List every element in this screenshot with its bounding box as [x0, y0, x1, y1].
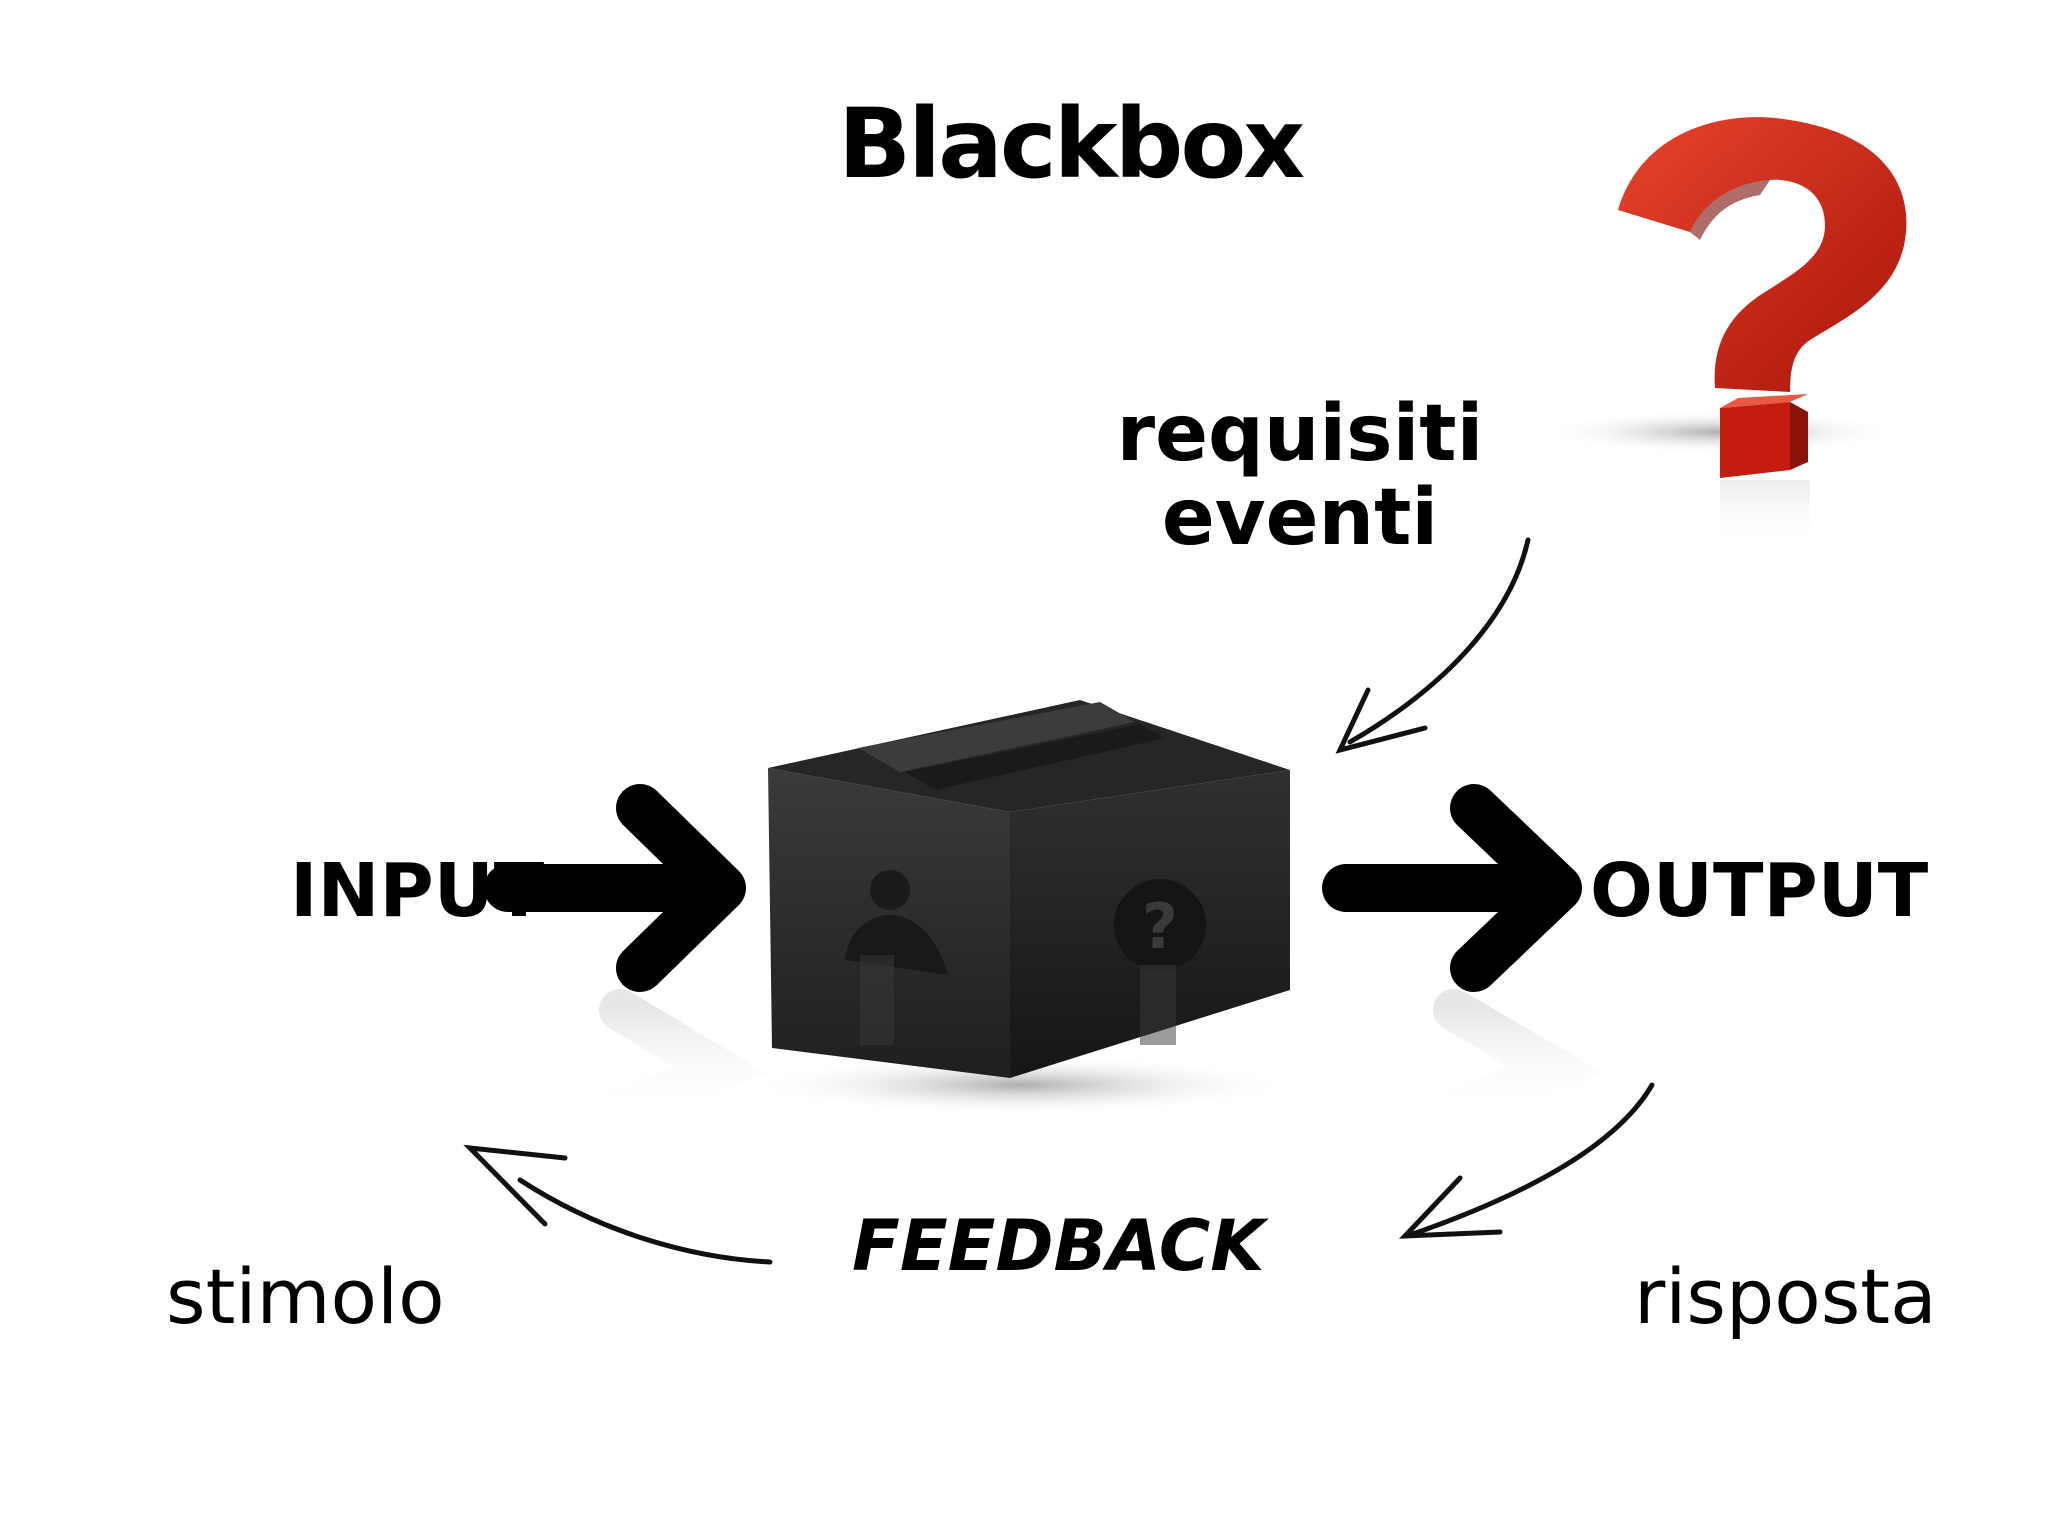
eventi-label: eventi — [1161, 473, 1439, 563]
black-box-icon: ? — [750, 700, 1290, 1115]
feedback-arrow — [463, 1144, 773, 1265]
output-arrow-icon — [1322, 784, 1604, 1131]
input-label: INPUT — [290, 848, 545, 934]
risposta-label: risposta — [1634, 1252, 1937, 1341]
diagram-title: Blackbox — [838, 88, 1305, 200]
question-mark-icon — [1540, 117, 1907, 550]
svg-text:?: ? — [1142, 890, 1178, 963]
response-arrow — [1398, 1082, 1655, 1239]
requisiti-label: requisiti — [1116, 389, 1484, 479]
requirements-label: requisiti eventi — [1090, 392, 1510, 560]
input-arrow-icon — [484, 784, 768, 1131]
stimolo-label: stimolo — [166, 1252, 445, 1341]
output-label: OUTPUT — [1590, 848, 1929, 934]
requirements-arrow — [1335, 537, 1531, 754]
feedback-label: FEEDBACK — [852, 1205, 1265, 1287]
